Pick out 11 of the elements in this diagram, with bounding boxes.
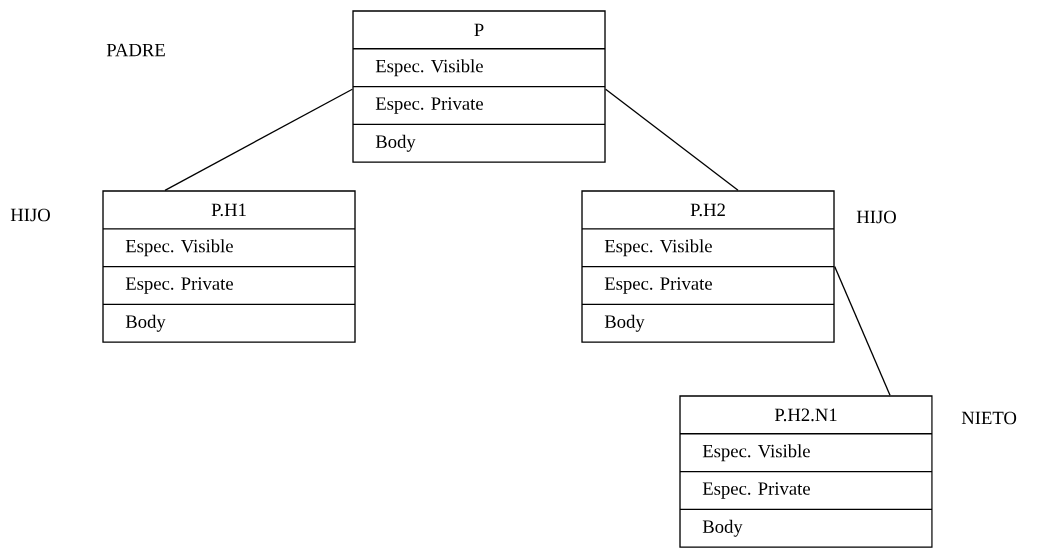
level-label: NIETO <box>961 411 1017 425</box>
class-box: P.H2.N1 Espec. Visible Espec. Private Body <box>679 395 933 548</box>
class-box: P.H1 Espec. Visible Espec. Private Body <box>102 190 356 343</box>
connector-line <box>164 88 353 191</box>
class-box: P Espec. Visible Espec. Private Body <box>352 10 606 163</box>
connector-line <box>834 265 891 396</box>
level-label: HIJO <box>10 208 50 222</box>
connector-line <box>605 88 739 191</box>
class-box: P.H2 Espec. Visible Espec. Private Body <box>581 190 835 343</box>
level-label: PADRE <box>106 43 165 57</box>
level-label: HIJO <box>856 210 896 224</box>
